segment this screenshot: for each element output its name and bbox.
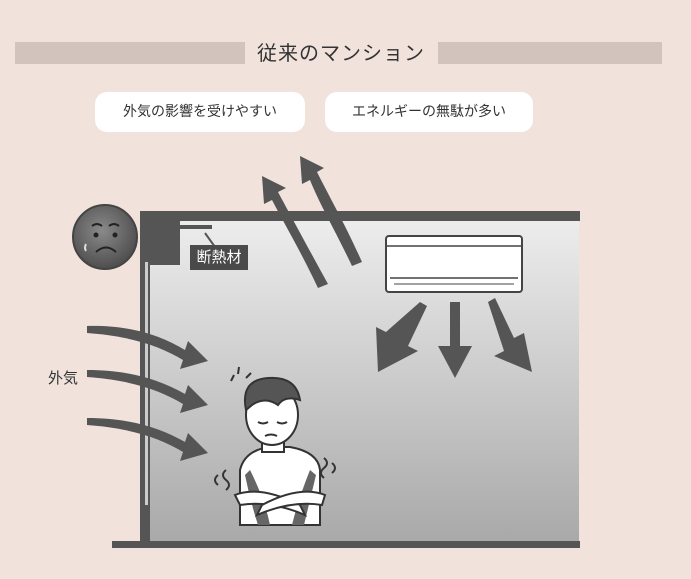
air-conditioner-icon xyxy=(385,235,523,293)
outside-air-label: 外気 xyxy=(48,369,79,387)
outside-air-arrows xyxy=(87,325,208,461)
insulation-line xyxy=(170,225,212,262)
lower-wall xyxy=(140,505,150,541)
title-bar-right xyxy=(438,42,662,64)
floor-slab xyxy=(112,541,580,548)
insulation-leader xyxy=(204,232,216,248)
cold-air-arrows xyxy=(376,298,532,378)
heat-escape-arrows xyxy=(262,156,362,288)
shivering-person-icon xyxy=(214,366,336,526)
callout-energy-waste: エネルギーの無駄が多い xyxy=(325,92,533,132)
insulation-label: 断熱材 xyxy=(190,245,248,270)
title-bar-left xyxy=(15,42,245,64)
worried-face-icon xyxy=(72,204,138,270)
callout-outside-influence: 外気の影響を受けやすい xyxy=(95,92,305,132)
ceiling-slab xyxy=(140,211,580,221)
page-title: 従来のマンション xyxy=(257,41,425,65)
